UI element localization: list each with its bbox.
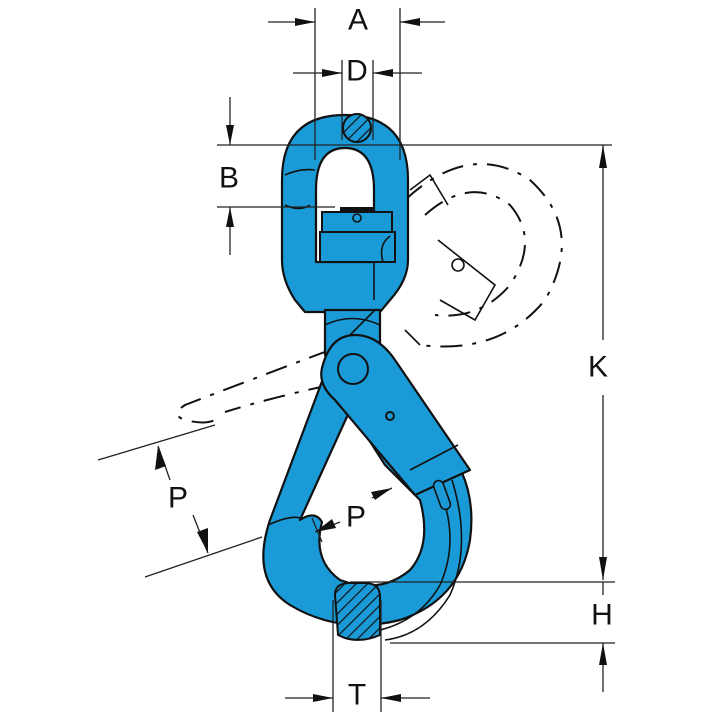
label-d: D [346, 55, 368, 88]
label-k: K [588, 351, 608, 384]
label-p-inner: P [346, 501, 366, 534]
dimension-lines [97, 8, 615, 712]
eye-section-hatch [342, 113, 372, 143]
hook-body [262, 358, 473, 641]
safety-latch [320, 333, 472, 511]
bottom-section-hatch [333, 582, 381, 641]
swivel-eye [280, 113, 410, 314]
label-a: A [348, 4, 368, 37]
label-t: T [348, 679, 366, 712]
swivel-bearing [319, 207, 396, 263]
label-p-outer: P [168, 482, 188, 515]
label-h: H [591, 599, 613, 632]
ghost-open-latch-outline [176, 163, 563, 424]
label-b: B [219, 162, 239, 195]
dimension-labels: A D B K H T P P [168, 4, 613, 712]
